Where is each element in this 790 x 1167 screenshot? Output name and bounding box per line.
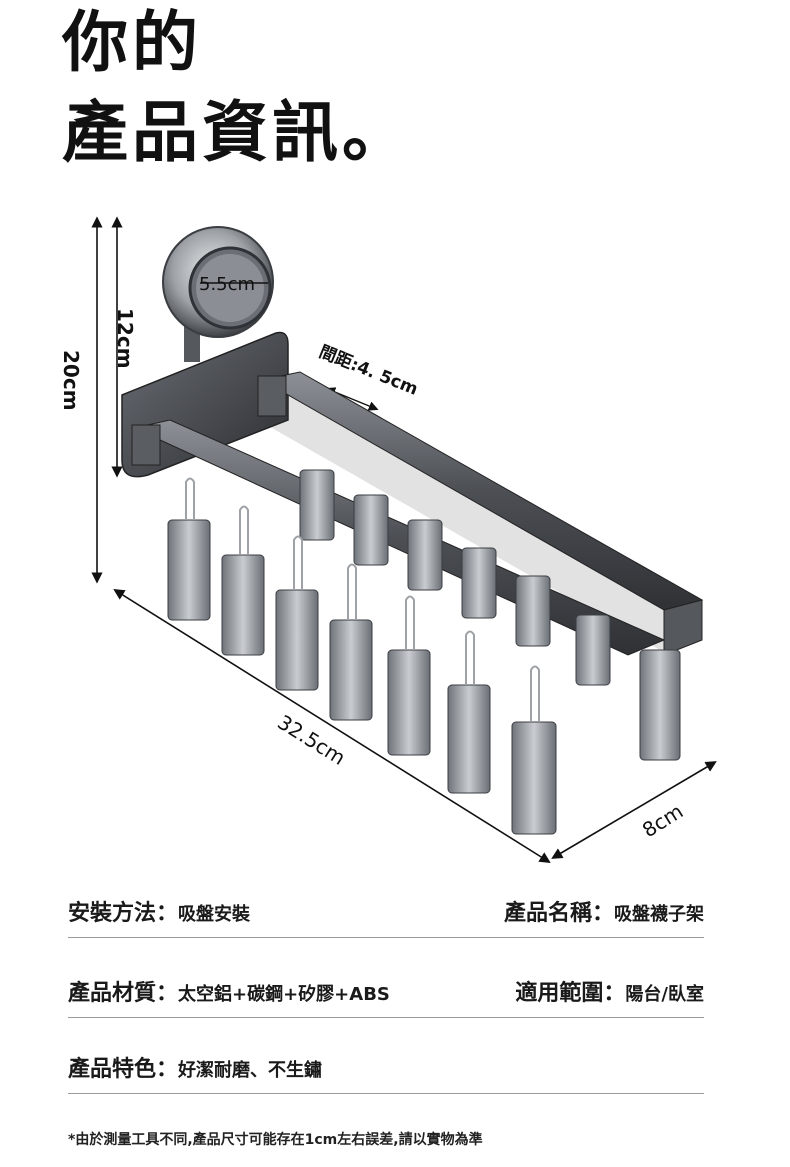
features: 產品特色：好潔耐磨、不生鏽 (68, 1051, 322, 1083)
rack-frame (131, 371, 704, 656)
install-method: 安裝方法：吸盤安裝 (68, 895, 250, 927)
scope-value: 陽台/臥室 (625, 984, 704, 1005)
features-label: 產品特色： (68, 1057, 179, 1082)
features-value: 好潔耐磨、不生鏽 (178, 1060, 323, 1081)
product-dimension-diagram: 20cm 12cm 5.5cm 間距:4. 5cm (59, 216, 717, 863)
headline-line-2: 產品資訊。 (62, 94, 412, 171)
material-label: 產品材質： (68, 981, 179, 1006)
scope-label: 適用範圍： (515, 981, 626, 1006)
mount-height-label: 12cm (113, 308, 137, 369)
material: 產品材質：太空鋁+碳鋼+矽膠+ABS (68, 975, 390, 1007)
product-name-label: 產品名稱： (503, 901, 614, 926)
footnote: *由於測量工具不同,產品尺寸可能存在1cm左右誤差,請以實物為準 (68, 1132, 483, 1148)
install-method-label: 安裝方法： (68, 901, 179, 926)
product-name: 產品名稱：吸盤襪子架 (504, 895, 704, 927)
headline-line-1: 你的 (62, 4, 202, 81)
width-line (551, 761, 717, 859)
suction-diameter-label: 5.5cm (199, 274, 255, 295)
suction-cup (162, 226, 274, 362)
product-name-value: 吸盤襪子架 (614, 904, 704, 925)
length-line (113, 589, 551, 863)
scope: 適用範圍：陽台/臥室 (515, 975, 704, 1007)
material-value: 太空鋁+碳鋼+矽膠+ABS (178, 984, 390, 1005)
width-label: 8cm (638, 799, 687, 842)
install-method-value: 吸盤安裝 (178, 904, 251, 925)
spec-row-install: 安裝方法：吸盤安裝 產品名稱：吸盤襪子架 (68, 895, 704, 938)
total-height-label: 20cm (59, 350, 83, 411)
spec-row-features: 產品特色：好潔耐磨、不生鏽 (68, 1051, 704, 1094)
spec-row-material: 產品材質：太空鋁+碳鋼+矽膠+ABS 適用範圍：陽台/臥室 (68, 975, 704, 1018)
